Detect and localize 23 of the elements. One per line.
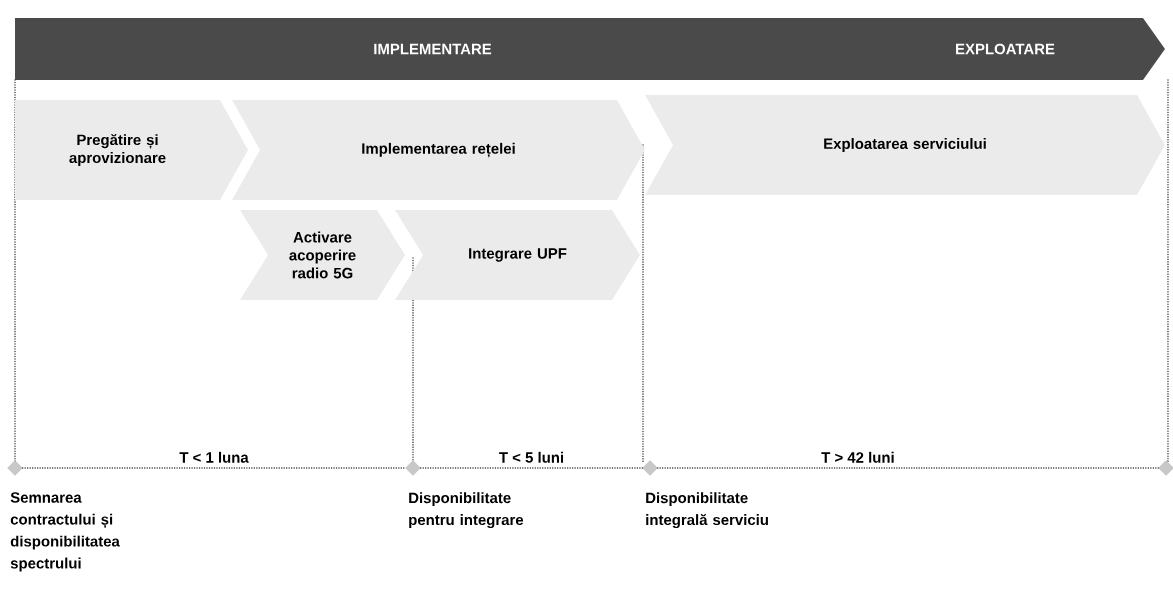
duration-label: T < 1 luna — [179, 451, 249, 463]
milestone-caption: Disponibilitate integrală serviciu — [646, 492, 768, 529]
stage-banner: Implementarea rețelei — [232, 100, 645, 200]
node-label: EXPLOATARE — [956, 43, 1055, 55]
milestone-caption: Disponibilitate pentru integrare — [409, 492, 524, 529]
milestone-marker — [642, 460, 658, 476]
milestone-marker — [1158, 460, 1173, 476]
stage-banner: Exploatarea serviciului — [645, 95, 1165, 195]
stage-banner: Activare acoperire radio 5G — [240, 210, 405, 300]
stage-banner: Integrare UPF — [395, 210, 640, 300]
phase-banner: EXPLOATARE — [845, 18, 1165, 80]
milestone-marker — [7, 460, 23, 476]
milestone-marker — [405, 460, 421, 476]
duration-label: T > 42 luni — [821, 451, 894, 463]
milestone-caption: Semnarea contractului și disponibilitatea spectrului — [10, 492, 120, 572]
phase-banner: IMPLEMENTARE — [15, 18, 872, 80]
timeline-segment — [656, 467, 1160, 469]
node-label: IMPLEMENTARE — [374, 43, 492, 55]
node-label: Implementarea rețelei — [362, 142, 515, 158]
duration-label: T < 5 luni — [499, 451, 564, 463]
timeline-segment — [419, 467, 644, 469]
timeline-segment — [21, 467, 407, 469]
stage-banner: Pregătire și aprovizionare — [15, 100, 248, 200]
